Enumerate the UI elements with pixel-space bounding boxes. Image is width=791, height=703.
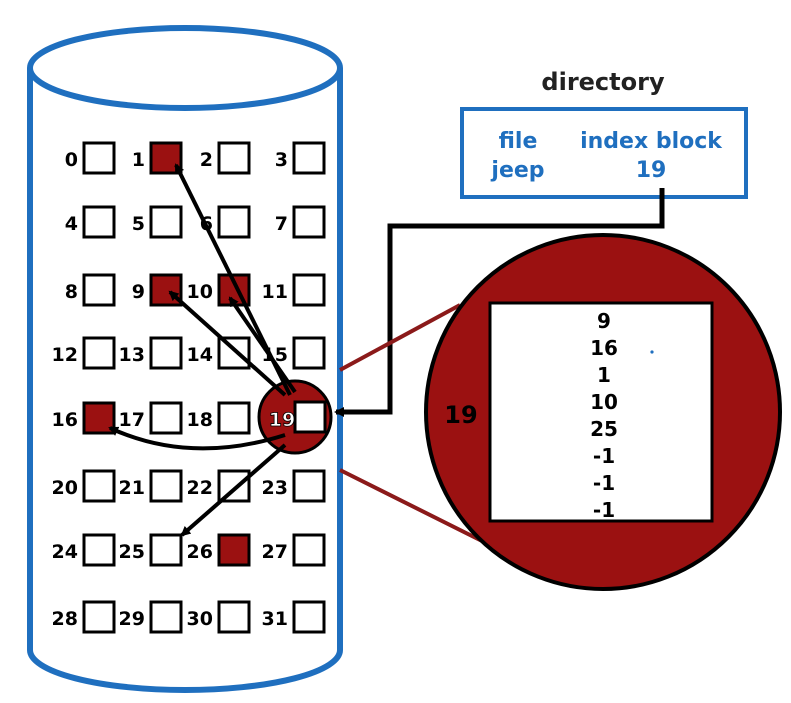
block-8-label: 8 bbox=[65, 281, 78, 303]
block-17-box bbox=[149, 401, 183, 435]
block-16-label: 16 bbox=[52, 409, 78, 431]
block-5-label: 5 bbox=[132, 213, 145, 235]
block-31-box bbox=[292, 600, 326, 634]
block-18-box bbox=[217, 401, 251, 435]
block-10-label: 10 bbox=[187, 281, 213, 303]
zoom-line-top bbox=[339, 303, 461, 372]
block-5-box bbox=[149, 205, 183, 239]
block-3-box bbox=[292, 141, 326, 175]
block-20-box bbox=[82, 469, 116, 503]
block-21-box bbox=[149, 469, 183, 503]
index-pointer-1: 16 bbox=[590, 336, 618, 360]
index-block-pointers: 9 16 1 10 25 -1 -1 -1 bbox=[590, 309, 618, 522]
block-11-box bbox=[292, 273, 326, 307]
directory-header-file: file bbox=[499, 129, 538, 154]
index-pointer-7: -1 bbox=[593, 498, 615, 522]
directory-entry-index: 19 bbox=[636, 158, 667, 183]
arrow-to-block-9 bbox=[168, 290, 287, 397]
block-4-label: 4 bbox=[65, 213, 78, 235]
block-28-label: 28 bbox=[52, 608, 78, 630]
index-pointer-3: 10 bbox=[590, 390, 618, 414]
block-23-label: 23 bbox=[262, 477, 288, 499]
index-pointer-5: -1 bbox=[593, 444, 615, 468]
stray-dot bbox=[650, 350, 654, 354]
block-21-label: 21 bbox=[119, 477, 145, 499]
block-19-box bbox=[293, 400, 327, 434]
block-31-label: 31 bbox=[262, 608, 288, 630]
block-15-box bbox=[292, 336, 326, 370]
index-block-label: 19 bbox=[444, 401, 477, 429]
index-pointer-0: 9 bbox=[597, 309, 611, 333]
block-12-label: 12 bbox=[52, 344, 78, 366]
index-pointer-6: -1 bbox=[593, 471, 615, 495]
block-29-label: 29 bbox=[119, 608, 145, 630]
block-9-box bbox=[149, 273, 183, 307]
arrow-to-block-10 bbox=[228, 296, 297, 394]
block-0-box bbox=[82, 141, 116, 175]
directory-pointer bbox=[334, 188, 665, 417]
directory: directory file index block jeep 19 bbox=[460, 68, 748, 199]
block-7-label: 7 bbox=[275, 213, 288, 235]
zoom-line-bottom bbox=[339, 468, 501, 552]
block-27-label: 27 bbox=[262, 541, 288, 563]
block-9-label: 9 bbox=[132, 281, 145, 303]
block-26-label: 26 bbox=[187, 541, 213, 563]
block-30-label: 30 bbox=[187, 608, 213, 630]
arrow-to-block-26 bbox=[180, 443, 287, 537]
block-19-label: 19 bbox=[269, 409, 295, 431]
block-16-box bbox=[82, 401, 116, 435]
arrow-to-block-16 bbox=[108, 426, 286, 451]
block-2-label: 2 bbox=[200, 149, 213, 171]
block-4-box bbox=[82, 205, 116, 239]
block-26-box bbox=[217, 533, 251, 567]
block-27-box bbox=[292, 533, 326, 567]
directory-header-index: index block bbox=[580, 129, 723, 154]
directory-title: directory bbox=[541, 68, 665, 96]
block-24-label: 24 bbox=[52, 541, 78, 563]
index-pointer-2: 1 bbox=[597, 363, 611, 387]
block-8-box bbox=[82, 273, 116, 307]
block-25-box bbox=[149, 533, 183, 567]
block-17-label: 17 bbox=[119, 409, 145, 431]
block-12-box bbox=[82, 336, 116, 370]
block-29-box bbox=[149, 600, 183, 634]
block-30-box bbox=[217, 600, 251, 634]
block-22-label: 22 bbox=[187, 477, 213, 499]
block-14-label: 14 bbox=[187, 344, 213, 366]
block-18-label: 18 bbox=[187, 409, 213, 431]
block-6-box bbox=[217, 205, 251, 239]
cylinder-top bbox=[27, 25, 343, 111]
block-13-box bbox=[149, 336, 183, 370]
index-block-zoom: 19 9 16 1 10 25 -1 -1 -1 bbox=[424, 233, 782, 591]
index-block-table bbox=[488, 301, 714, 523]
block-28-box bbox=[82, 600, 116, 634]
block-25-label: 25 bbox=[119, 541, 145, 563]
block-2-box bbox=[217, 141, 251, 175]
block-20-label: 20 bbox=[52, 477, 78, 499]
block-0-label: 0 bbox=[65, 149, 78, 171]
directory-table bbox=[460, 107, 748, 199]
block-24-box bbox=[82, 533, 116, 567]
block-23-box bbox=[292, 469, 326, 503]
block-3-label: 3 bbox=[275, 149, 288, 171]
block-7-box bbox=[292, 205, 326, 239]
index-pointer-4: 25 bbox=[590, 417, 618, 441]
pointer-arrows bbox=[108, 163, 297, 537]
directory-entry-file: jeep bbox=[490, 158, 544, 183]
block-1-label: 1 bbox=[132, 149, 145, 171]
block-13-label: 13 bbox=[119, 344, 145, 366]
block-11-label: 11 bbox=[262, 281, 288, 303]
